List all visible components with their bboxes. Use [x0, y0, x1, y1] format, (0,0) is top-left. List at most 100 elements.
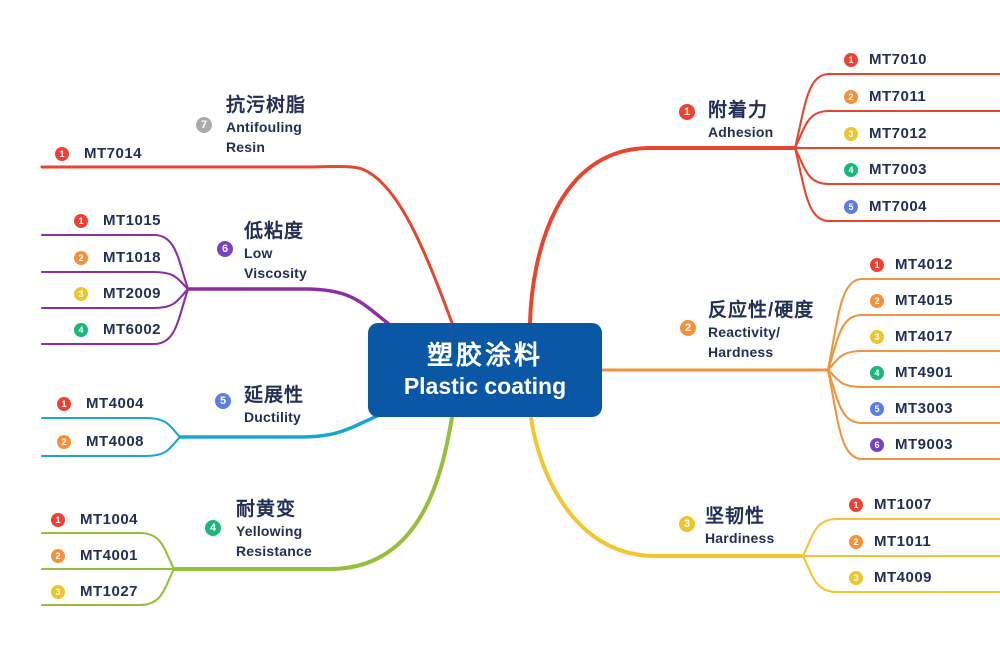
item-MT4012-badge: 1 [870, 258, 884, 272]
item-MT1018-badge-number: 2 [78, 253, 84, 263]
item-MT6002-label[interactable]: MT6002 [103, 321, 162, 338]
branch-low-viscosity-badge: 6 [217, 241, 233, 257]
item-MT4901-line [826, 368, 1000, 389]
branch-yellowing-resistance-badge: 4 [205, 520, 221, 536]
item-MT7012-badge-number: 3 [848, 129, 854, 139]
item-MT9003-badge: 6 [870, 438, 884, 452]
item-MT1027-label[interactable]: MT1027 [80, 583, 139, 600]
item-MT9003-badge-number: 6 [874, 440, 880, 450]
item-MT1015-label[interactable]: MT1015 [103, 212, 162, 229]
item-MT1007-label[interactable]: MT1007 [874, 496, 933, 513]
item-MT4004-line [40, 416, 182, 439]
item-MT3003-badge-number: 5 [874, 404, 880, 414]
item-MT7010-badge-number: 1 [848, 55, 854, 65]
branch-antifouling-resin-title-zh: 抗污树脂 [226, 95, 307, 116]
item-MT7011-label[interactable]: MT7011 [869, 88, 927, 105]
item-MT7014-label[interactable]: MT7014 [84, 145, 143, 162]
center-topic-title-zh: 塑胶涂料 [426, 340, 543, 370]
item-MT7004-badge-number: 5 [848, 202, 854, 212]
branch-low-viscosity-title-en-1: Viscosity [244, 265, 308, 281]
item-MT4015-line [826, 313, 1000, 372]
item-MT1004-label[interactable]: MT1004 [80, 511, 139, 528]
item-MT4009-badge: 3 [849, 571, 863, 585]
item-MT7012-badge: 3 [844, 127, 858, 141]
branch-hardiness-title-zh: 坚韧性 [705, 506, 766, 527]
item-MT7010-badge: 1 [844, 53, 858, 67]
item-MT4012-badge-number: 1 [874, 260, 880, 270]
item-MT1004-line [40, 531, 176, 571]
item-MT7004-label[interactable]: MT7004 [869, 198, 928, 215]
item-MT4001-badge-number: 2 [55, 551, 61, 561]
branch-ductility-title-en-0: Ductility [244, 409, 302, 425]
item-MT6002-badge-number: 4 [78, 325, 84, 335]
item-MT2009-line [40, 287, 190, 310]
item-MT7012-label[interactable]: MT7012 [869, 125, 928, 142]
branch-hardiness-title-en-0: Hardiness [705, 530, 775, 546]
item-MT4015-label[interactable]: MT4015 [895, 292, 954, 309]
item-MT4004-badge-number: 1 [61, 399, 67, 409]
branch-reactivity-hardness-badge-number: 2 [684, 322, 692, 334]
item-MT4901-label[interactable]: MT4901 [895, 364, 954, 381]
item-MT7014-badge: 1 [55, 147, 69, 161]
item-MT9003-label[interactable]: MT9003 [895, 436, 954, 453]
item-MT9003-line [826, 368, 1000, 461]
item-MT4009-badge-number: 3 [853, 573, 859, 583]
item-MT3003-line [826, 368, 1000, 425]
branch-reactivity-hardness-badge: 2 [680, 320, 696, 336]
item-MT7011-badge-number: 2 [848, 92, 854, 102]
item-MT4008-badge-number: 2 [61, 437, 67, 447]
branch-low-viscosity-badge-number: 6 [221, 243, 229, 255]
item-MT4017-line [826, 349, 1000, 372]
item-MT6002-badge: 4 [74, 323, 88, 337]
center-topic[interactable]: 塑胶涂料 Plastic coating [368, 323, 602, 417]
item-MT1011-badge: 2 [849, 535, 863, 549]
branch-adhesion-title-zh: 附着力 [708, 100, 769, 121]
item-MT1027-badge: 3 [51, 585, 65, 599]
branch-adhesion-trunk-line [528, 146, 797, 325]
branch-reactivity-hardness-title-zh: 反应性/硬度 [708, 300, 815, 321]
branch-yellowing-resistance-badge-number: 4 [209, 522, 217, 534]
item-MT4012-label[interactable]: MT4012 [895, 256, 954, 273]
item-MT2009-label[interactable]: MT2009 [103, 285, 162, 302]
item-MT4017-label[interactable]: MT4017 [895, 328, 954, 345]
item-MT3003-label[interactable]: MT3003 [895, 400, 954, 417]
item-MT4004-label[interactable]: MT4004 [86, 395, 145, 412]
item-MT1027-line [40, 567, 176, 607]
item-MT1007-badge-number: 1 [853, 500, 859, 510]
item-MT4009-line [801, 554, 1000, 594]
item-MT1018-label[interactable]: MT1018 [103, 249, 162, 266]
item-MT4901-badge-number: 4 [874, 368, 880, 378]
branch-reactivity-hardness-title-en-0: Reactivity/ [708, 324, 781, 340]
item-MT1004-badge-number: 1 [55, 515, 61, 525]
item-MT1015-badge: 1 [74, 214, 88, 228]
branch-hardiness-topic[interactable]: 坚韧性 Hardiness [705, 506, 775, 548]
item-MT4008-label[interactable]: MT4008 [86, 433, 145, 450]
item-MT7010-label[interactable]: MT7010 [869, 51, 928, 68]
branch-yellowing-resistance-trunk-line [172, 415, 454, 571]
item-MT1011-label[interactable]: MT1011 [874, 533, 932, 550]
branch-yellowing-resistance-title-en-1: Resistance [236, 543, 312, 559]
item-MT1011-badge-number: 2 [853, 537, 859, 547]
item-MT4008-line [40, 435, 182, 458]
item-MT4009-label[interactable]: MT4009 [874, 569, 933, 586]
branch-antifouling-resin-trunk-line [40, 165, 454, 325]
branch-adhesion-badge-number: 1 [683, 106, 691, 118]
branch-low-viscosity-title-zh: 低粘度 [244, 221, 305, 242]
item-MT2009-badge-number: 3 [78, 289, 84, 299]
branch-ductility-badge-number: 5 [219, 395, 227, 407]
item-MT4004-badge: 1 [57, 397, 71, 411]
branch-low-viscosity-trunk-line [186, 287, 392, 327]
item-MT4001-badge: 2 [51, 549, 65, 563]
item-MT4015-badge-number: 2 [874, 296, 880, 306]
branch-antifouling-resin-title-en-1: Resin [226, 139, 266, 155]
item-MT7003-label[interactable]: MT7003 [869, 161, 928, 178]
item-MT7003-badge-number: 4 [848, 165, 854, 175]
item-MT4001-label[interactable]: MT4001 [80, 547, 139, 564]
